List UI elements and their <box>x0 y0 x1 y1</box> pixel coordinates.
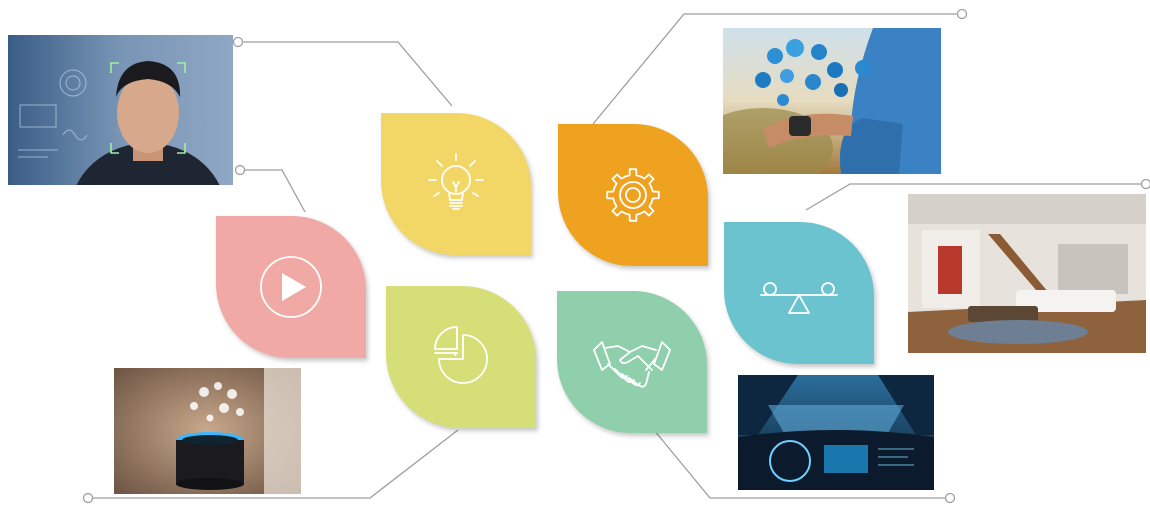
pie-chart-icon <box>434 326 488 384</box>
lightbulb-icon <box>428 153 484 210</box>
car-dashboard-photo <box>738 375 934 490</box>
connector-node <box>234 164 246 176</box>
tile-balance[interactable] <box>724 222 874 364</box>
connector-node <box>232 36 244 48</box>
tile-video[interactable] <box>216 216 366 358</box>
face-recognition-photo <box>8 35 233 185</box>
connector-node <box>956 8 968 20</box>
smart-speaker-photo <box>114 368 301 494</box>
tile-analytics[interactable] <box>386 286 536 428</box>
connector-node <box>944 492 956 504</box>
handshake-icon <box>593 341 671 388</box>
smart-home-interior-photo <box>908 194 1146 353</box>
tile-partnership[interactable] <box>557 291 707 433</box>
tile-idea[interactable] <box>381 113 531 255</box>
smartwatch-apps-photo <box>723 28 941 174</box>
connector-idea <box>238 41 453 107</box>
seesaw-icon <box>760 282 838 314</box>
play-icon <box>260 256 322 318</box>
connector-node <box>1140 178 1150 190</box>
gear-icon <box>606 168 660 222</box>
connector-node <box>82 492 94 504</box>
connector-video <box>240 169 306 213</box>
tile-settings[interactable] <box>558 124 708 266</box>
